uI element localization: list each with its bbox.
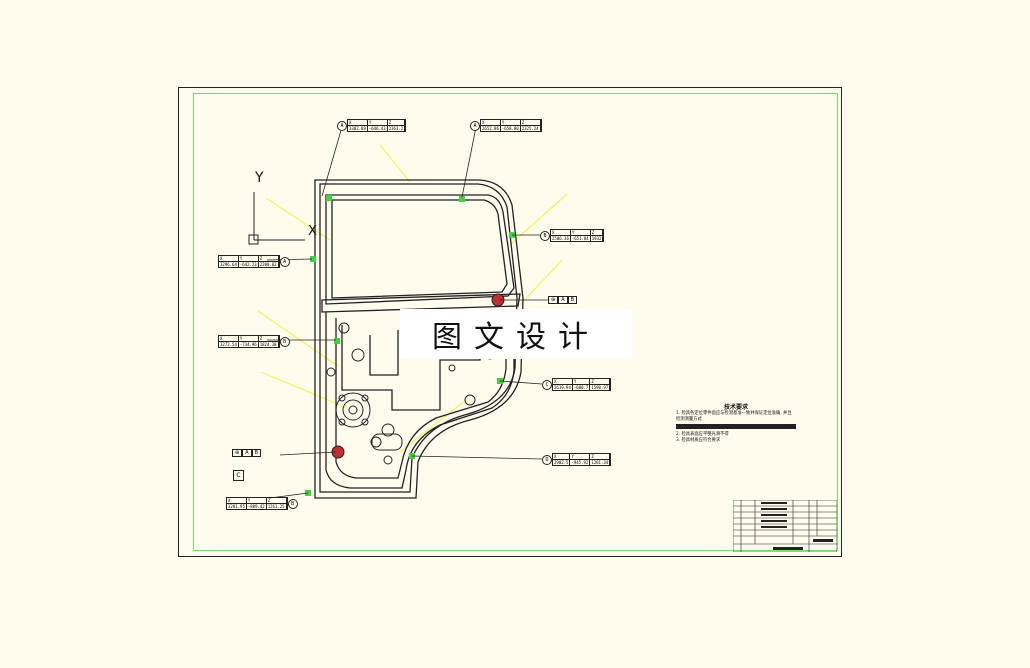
callout-header: X bbox=[219, 256, 239, 262]
datum-ref-lower: ⊕ A B bbox=[232, 449, 262, 457]
callout-value: 2619.94 bbox=[554, 385, 573, 390]
callout-value: 1281.34 bbox=[591, 460, 611, 465]
callout-marker: D bbox=[542, 454, 552, 465]
callout-value: 1590.97 bbox=[591, 385, 611, 390]
tech-line: 1. 检具各定位零件面应与检测基准一致并保证定位准确, 并且 bbox=[676, 411, 792, 416]
callout-header: Y bbox=[500, 120, 521, 126]
callout-value: 3382.09 bbox=[349, 126, 368, 131]
leader-lines bbox=[257, 144, 568, 453]
callout-value: -680.7 bbox=[573, 385, 591, 390]
callout-header: Y bbox=[246, 498, 267, 504]
callout-header: Y bbox=[570, 230, 591, 236]
technical-requirements: 技术要求 1. 检具各定位零件面应与检测基准一致并保证定位准确, 并且 检测测量… bbox=[676, 402, 796, 444]
callout-header: Z bbox=[590, 454, 611, 460]
callout-header: Z bbox=[266, 498, 287, 504]
door-outline bbox=[314, 179, 524, 499]
callout-marker: A bbox=[470, 120, 480, 131]
callout-value: -651.84 bbox=[571, 236, 591, 241]
callout-value: -658.00 bbox=[501, 126, 521, 131]
callout-header: X bbox=[553, 454, 571, 460]
callout-value: 2363.2 bbox=[388, 126, 406, 131]
callout-header: X bbox=[227, 498, 247, 504]
callout-marker: B bbox=[279, 336, 290, 347]
callout-value: 2902.5 bbox=[554, 460, 571, 465]
callout-value: 1932 bbox=[591, 236, 604, 241]
callout-header: Z bbox=[258, 256, 279, 262]
callout-value: 3281.95 bbox=[228, 504, 247, 509]
callout-value: 1824.38 bbox=[259, 342, 279, 347]
tech-line: 3. 检具材质应符合要求 bbox=[676, 438, 721, 443]
callout-value: 2652.86 bbox=[482, 126, 501, 131]
callout-value: -646.43 bbox=[368, 126, 388, 131]
axis-x-label: X bbox=[308, 224, 317, 239]
callout-value: 1261.25 bbox=[267, 504, 287, 509]
callout-header: X bbox=[348, 120, 368, 126]
callout-header: Z bbox=[590, 379, 611, 385]
callout-marker: B bbox=[540, 230, 550, 241]
callout-header: Z bbox=[520, 120, 541, 126]
callout-header: Y bbox=[238, 336, 259, 342]
callout-marker: A bbox=[279, 256, 290, 267]
datum-ref-upper: ⊕ A B bbox=[548, 296, 578, 304]
callout-marker: B bbox=[287, 498, 298, 509]
door-details bbox=[326, 293, 510, 465]
axis-y-label: Y bbox=[255, 170, 264, 186]
tech-line: 2. 检具表面应平整光滑不得 bbox=[676, 432, 729, 437]
axis-indicator bbox=[248, 192, 305, 245]
callout-header: X bbox=[481, 120, 501, 126]
callout-value: 2586.36 bbox=[552, 236, 571, 241]
title-block bbox=[733, 500, 837, 552]
callout-header: X bbox=[551, 230, 571, 236]
callout-header: Z bbox=[590, 230, 604, 236]
callout-header: Y bbox=[238, 256, 259, 262]
callout-value: -642.23 bbox=[239, 262, 259, 267]
callout-marker: C bbox=[542, 379, 552, 390]
datum-box-c: C bbox=[233, 470, 244, 481]
callout-header: Z bbox=[258, 336, 279, 342]
callout-value: -945.92 bbox=[571, 460, 591, 465]
callout-value: 3272.54 bbox=[220, 342, 239, 347]
drawing-frame bbox=[193, 93, 838, 551]
tech-line: 检测测量方式 bbox=[676, 417, 702, 422]
callout-value: 3296.64 bbox=[220, 262, 239, 267]
callout-header: Z bbox=[387, 120, 406, 126]
watermark-text: 图文设计 bbox=[432, 320, 600, 355]
callout-header: Y bbox=[570, 454, 591, 460]
callout-value: -889.42 bbox=[247, 504, 267, 509]
callout-header: Y bbox=[572, 379, 591, 385]
callout-header: Y bbox=[367, 120, 388, 126]
tech-title: 技术要求 bbox=[723, 404, 748, 411]
callout-value: 2325.24 bbox=[521, 126, 541, 131]
callout-marker: A bbox=[337, 120, 347, 131]
callout-header: X bbox=[219, 336, 239, 342]
callout-header: X bbox=[553, 379, 573, 385]
callout-value: 2200.02 bbox=[259, 262, 279, 267]
tech-underline bbox=[676, 424, 796, 429]
callout-value: -734.96 bbox=[239, 342, 259, 347]
watermark-banner: 图文设计 bbox=[400, 309, 632, 359]
